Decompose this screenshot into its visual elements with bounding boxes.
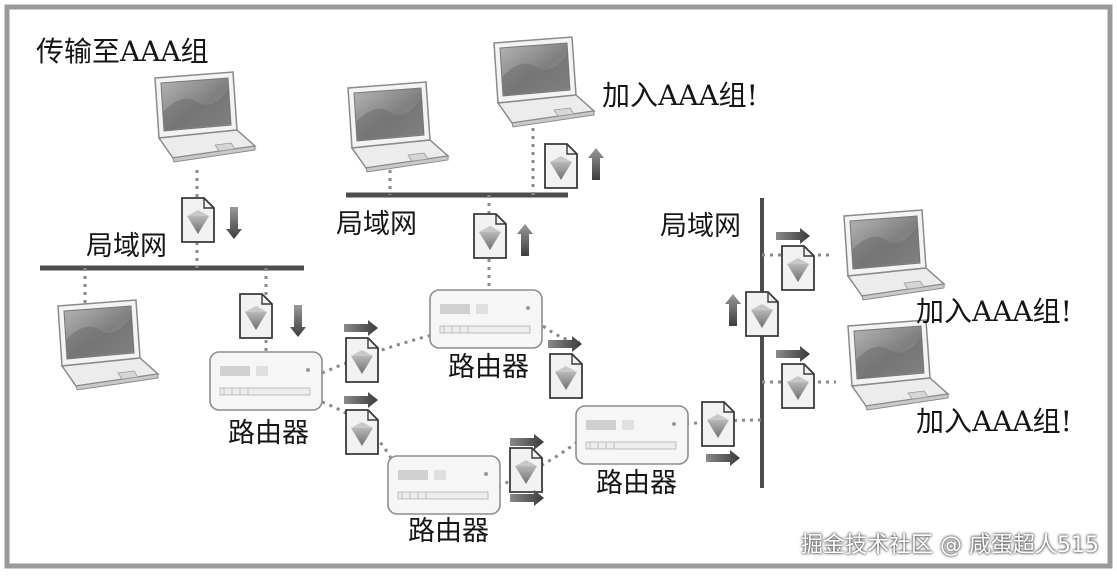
router-label-d: 路由器 [596,468,677,499]
router-label-c: 路由器 [408,516,489,547]
router-label-a: 路由器 [228,418,309,449]
packet-icon [509,447,543,493]
packet-icon [473,213,507,259]
router-icon [209,351,323,411]
router-icon [387,455,501,515]
packet-icon [345,337,379,383]
lan-label-middle: 局域网 [336,209,417,240]
packet-icon [239,293,273,339]
packet-icon [701,401,735,447]
join-label-right-upper: 加入AAA组! [916,295,1072,328]
router-label-b: 路由器 [448,352,529,383]
packet-icon [745,291,779,337]
lan-label-right: 局域网 [660,211,741,242]
lan-label-left: 局域网 [86,231,167,262]
packet-icon [544,143,578,189]
router-icon [575,405,689,465]
watermark: 掘金技术社区 @ 咸蛋超人515 [801,533,1099,558]
packet-icon [181,197,215,243]
packet-icon [781,245,815,291]
join-label-top: 加入AAA组! [602,79,758,112]
packet-icon [345,409,379,455]
packet-icon [549,353,583,399]
router-icon [429,289,543,349]
join-label-right-lower: 加入AAA组! [916,405,1072,438]
packet-icon [781,363,815,409]
sender-label: 传输至AAA组 [36,35,209,68]
